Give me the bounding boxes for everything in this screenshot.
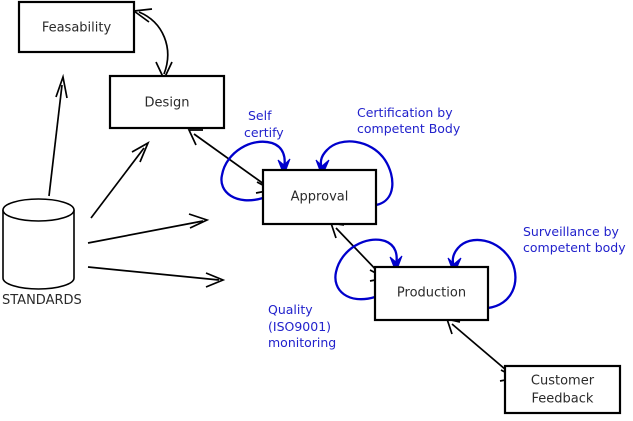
arrowhead [188, 213, 210, 229]
node-label-approval: Approval [291, 190, 349, 205]
flow-standards-to-approval [87, 213, 210, 244]
annotation-line-2: competent body [523, 240, 626, 255]
cylinder-top [2, 198, 75, 222]
node-design[interactable]: Design [108, 74, 226, 130]
annotation-line-1: Surveillance by [523, 224, 620, 239]
flow-line [193, 133, 269, 188]
flow-standards-to-production [87, 266, 226, 288]
annotation-certification-by-competent-body: Certification by competent Body [357, 105, 461, 136]
node-label-standards: STANDARDS [2, 293, 82, 308]
annotation-line-2: competent Body [357, 121, 461, 136]
cylinder-body [2, 210, 75, 290]
annotation-quality-iso9001-monitoring: Quality (ISO9001) monitoring [268, 302, 336, 350]
flow-line [138, 11, 169, 75]
arrowhead-start [445, 317, 461, 335]
annotation-line-1: Certification by [357, 105, 453, 120]
flow-line [87, 266, 220, 281]
loop-path [451, 238, 517, 310]
node-approval[interactable]: Approval [261, 168, 378, 226]
flow-line [48, 84, 63, 197]
node-label-design: Design [145, 96, 190, 111]
node-label-production: Production [397, 286, 466, 301]
node-production[interactable]: Production [373, 265, 490, 322]
node-feasability[interactable]: Feasability [17, 0, 136, 54]
flow-standards-to-feasability [48, 73, 68, 197]
annotation-surveillance-by-competent-body: Surveillance by competent body [523, 224, 626, 255]
node-standards-datastore[interactable]: STANDARDS [2, 198, 82, 308]
annotation-line-1: Quality [268, 302, 313, 317]
annotation-line-3: monitoring [268, 335, 336, 350]
arrowhead [205, 272, 226, 288]
flow-line [451, 323, 513, 376]
node-shape [17, 0, 136, 54]
arrowhead-start [131, 8, 153, 23]
flow-line [90, 147, 145, 219]
annotation-line-2: (ISO9001) [268, 319, 331, 334]
flow-standards-to-design [90, 141, 150, 219]
node-shape [261, 168, 378, 226]
flow-feasability-to-design [131, 8, 173, 81]
annotation-line-2: certify [244, 125, 284, 140]
node-label-feasability: Feasability [42, 21, 112, 36]
node-shape [503, 364, 622, 415]
loop-path [220, 140, 286, 202]
annotation-self-certify: Self certify [244, 108, 284, 140]
flow-line [335, 227, 382, 276]
loop-path [334, 238, 398, 301]
arrowhead [131, 141, 150, 163]
annotation-line-1: Self [248, 108, 272, 123]
node-shape [108, 74, 226, 130]
arrowhead-start [187, 129, 203, 146]
node-label-customer-feedback-line1: Customer [531, 374, 595, 389]
node-customer-feedback[interactable]: Customer Feedback [503, 364, 622, 415]
flow-line [87, 220, 204, 244]
node-label-customer-feedback-line2: Feedback [532, 392, 594, 407]
node-shape [373, 265, 490, 322]
arrowhead [55, 73, 68, 99]
loop-path [319, 140, 394, 207]
